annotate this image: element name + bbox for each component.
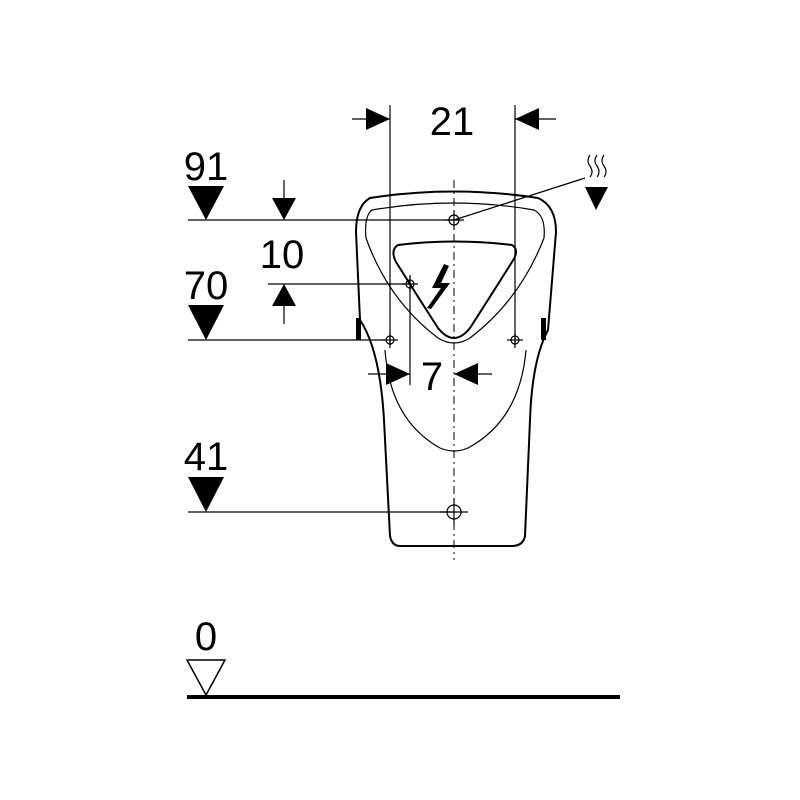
- dimension-label-91: 91: [184, 145, 229, 189]
- dimension-label-0: 0: [195, 615, 217, 659]
- dimension-label-70: 70: [184, 264, 229, 308]
- fixing-marker-right: [507, 332, 523, 348]
- dimension-width-21: 21: [352, 100, 556, 144]
- level-triangle-icon: [188, 305, 224, 340]
- arrow-up-icon: [272, 284, 296, 306]
- supply-leader: [453, 177, 586, 221]
- dimension-offset-7: 7: [368, 355, 492, 399]
- dimension-label-41: 41: [184, 435, 229, 479]
- arrow-right-icon: [386, 363, 410, 385]
- urinal-bowl: [392, 240, 517, 339]
- dimension-label-21: 21: [430, 100, 475, 144]
- dimension-height-70: 70: [184, 264, 229, 340]
- arrow-left-icon: [454, 363, 478, 385]
- dimension-offset-10: 10: [260, 180, 305, 324]
- side-lug-right: [541, 318, 546, 340]
- arrow-down-icon: [272, 198, 296, 220]
- dimension-height-41: 41: [184, 435, 229, 512]
- level-triangle-open-icon: [185, 659, 227, 697]
- arrow-right-icon: [366, 108, 390, 130]
- electrical-marker: [402, 276, 418, 292]
- reference-lines: [188, 105, 586, 560]
- urinal-lower-curve: [384, 349, 527, 452]
- level-triangle-icon: [188, 477, 224, 512]
- dimension-label-7: 7: [421, 355, 443, 399]
- urinal-outline: [354, 190, 558, 547]
- dimension-height-91: 91: [184, 145, 229, 220]
- fixing-marker-left: [382, 332, 398, 348]
- floor-level: 0: [185, 615, 620, 699]
- side-lug-left: [356, 318, 361, 340]
- water-inlet-marker: [444, 210, 464, 230]
- arrow-left-icon: [515, 108, 539, 130]
- urinal-body: [354, 190, 558, 547]
- electrical-connection-icon: [427, 264, 450, 309]
- dimension-label-10: 10: [260, 233, 305, 277]
- hot-water-supply-icon: [585, 154, 608, 210]
- urinal-rim: [365, 202, 545, 344]
- drain-marker: [440, 498, 468, 526]
- connection-markers: [382, 210, 523, 526]
- level-triangle-icon: [188, 186, 224, 220]
